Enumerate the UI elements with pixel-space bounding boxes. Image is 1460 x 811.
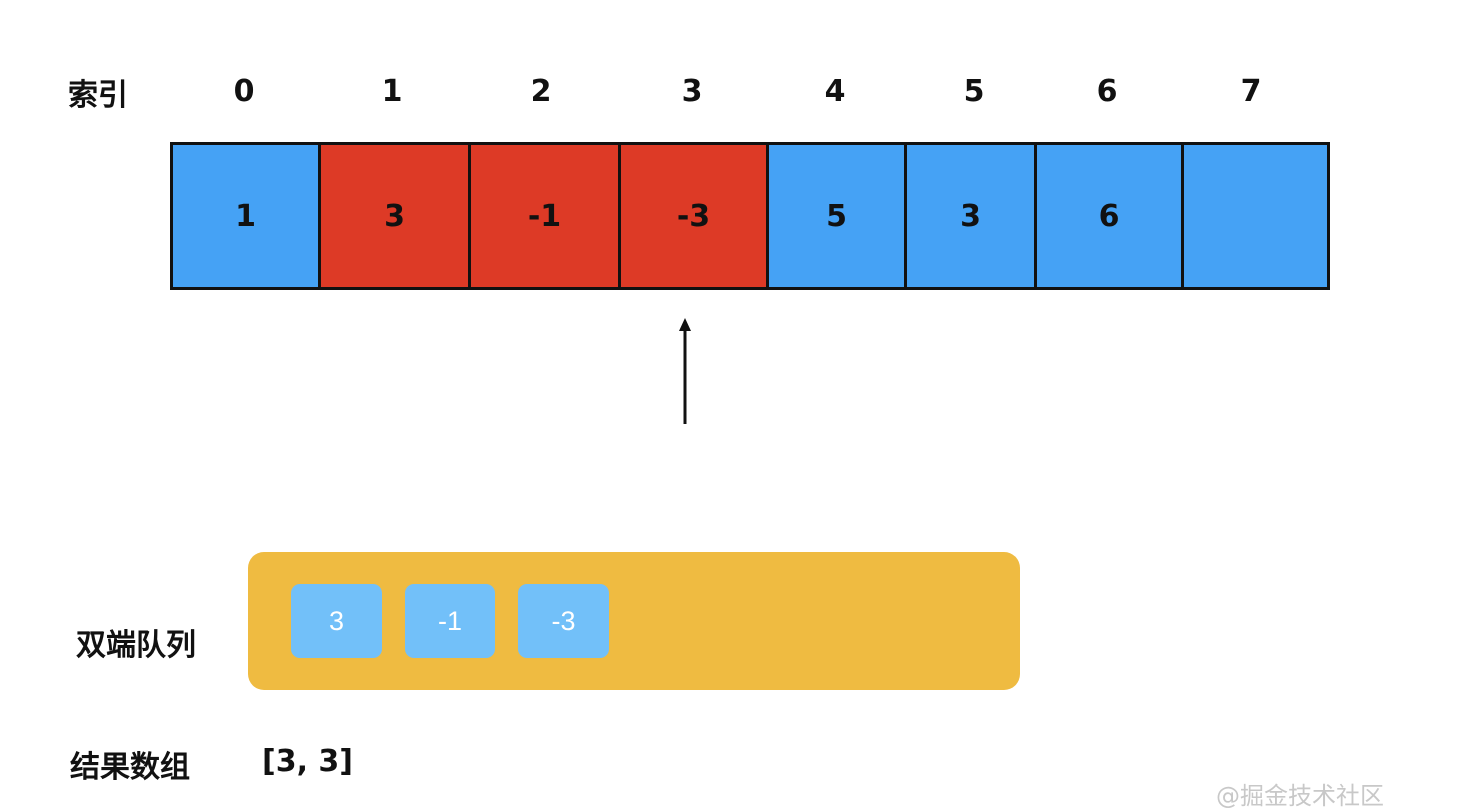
index-number: 1 bbox=[381, 74, 403, 109]
array-cell: -1 bbox=[468, 142, 621, 290]
array-row: 1 3 -1 -3 5 3 6 bbox=[170, 142, 1330, 290]
array-cell: -3 bbox=[618, 142, 769, 290]
index-number: 0 bbox=[233, 74, 255, 109]
deque-label: 双端队列 bbox=[76, 628, 196, 663]
index-number: 4 bbox=[824, 74, 846, 109]
index-number: 5 bbox=[963, 74, 985, 109]
result-label: 结果数组 bbox=[70, 750, 190, 785]
index-number: 3 bbox=[681, 74, 703, 109]
deque-item: -3 bbox=[518, 584, 609, 658]
index-number: 2 bbox=[530, 74, 552, 109]
index-number: 6 bbox=[1096, 74, 1118, 109]
result-value: [3, 3] bbox=[262, 744, 354, 779]
array-cell: 3 bbox=[318, 142, 471, 290]
deque-container: 3 -1 -3 bbox=[248, 552, 1020, 690]
array-cell: 3 bbox=[904, 142, 1037, 290]
deque-item: 3 bbox=[291, 584, 382, 658]
index-label: 索引 bbox=[68, 78, 128, 113]
array-cell: 6 bbox=[1034, 142, 1184, 290]
array-cell: 1 bbox=[170, 142, 321, 290]
watermark: @掘金技术社区 bbox=[1216, 782, 1384, 810]
pointer-arrow-icon bbox=[679, 318, 691, 424]
deque-item: -1 bbox=[405, 584, 495, 658]
array-cell bbox=[1181, 142, 1330, 290]
index-number: 7 bbox=[1240, 74, 1262, 109]
array-cell: 5 bbox=[766, 142, 907, 290]
